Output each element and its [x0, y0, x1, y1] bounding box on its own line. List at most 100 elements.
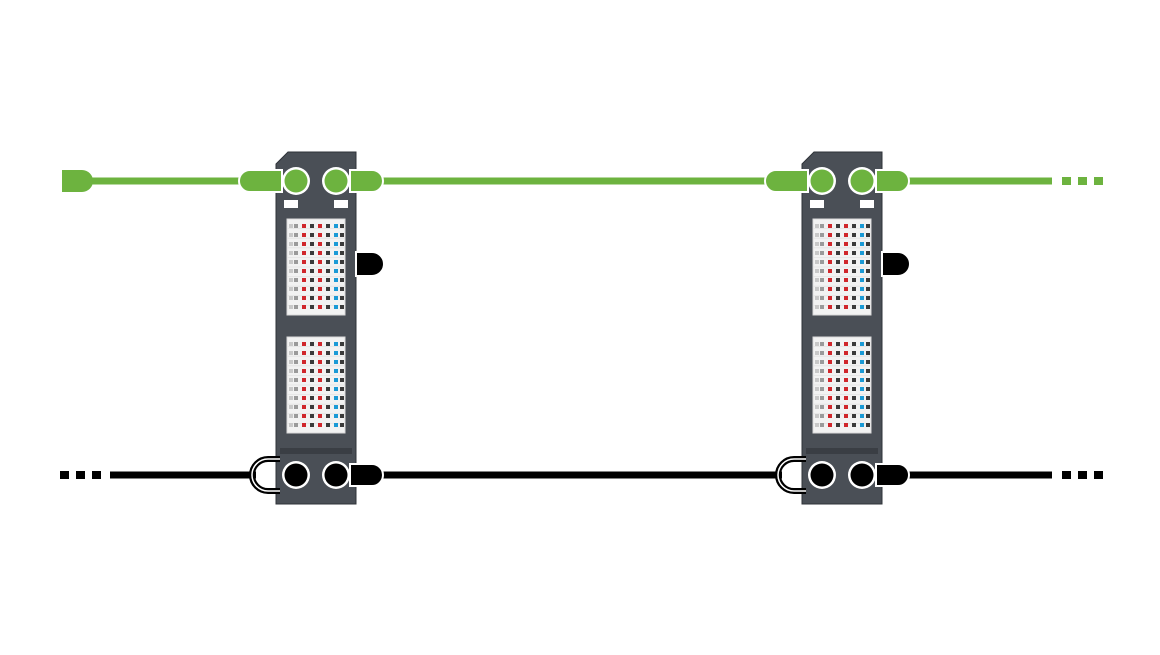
terminal-pin: [289, 342, 293, 346]
terminal-pin: [340, 423, 344, 427]
terminal-pin: [860, 369, 864, 373]
terminal-pin: [844, 360, 848, 364]
terminal-pin: [820, 378, 824, 382]
terminal-pin: [844, 351, 848, 355]
terminal-pin: [294, 269, 298, 273]
terminal-pin: [289, 414, 293, 418]
terminal-pin: [334, 369, 338, 373]
terminal-pin: [340, 260, 344, 264]
terminal-pin: [860, 305, 864, 309]
side-latch: [881, 251, 911, 277]
terminal-pin: [310, 351, 314, 355]
terminal-pin: [852, 423, 856, 427]
terminal-pin: [310, 387, 314, 391]
terminal-pin: [828, 396, 832, 400]
terminal-pin: [852, 269, 856, 273]
terminal-pin: [310, 305, 314, 309]
lower-bus-right-plug: [875, 463, 910, 487]
terminal-pin: [866, 278, 870, 282]
terminal-pin: [820, 251, 824, 255]
terminal-pin: [326, 287, 330, 291]
terminal-pin: [294, 369, 298, 373]
terminal-pin: [318, 269, 322, 273]
bottom-connector-frame: [806, 448, 878, 454]
terminal-pin: [302, 278, 306, 282]
terminal-pin: [318, 378, 322, 382]
terminal-pin: [860, 287, 864, 291]
terminal-pin: [318, 287, 322, 291]
terminal-pin: [318, 351, 322, 355]
terminal-pin: [860, 360, 864, 364]
terminal-pin: [340, 224, 344, 228]
terminal-pin: [302, 351, 306, 355]
terminal-pin: [289, 233, 293, 237]
terminal-pin: [326, 260, 330, 264]
terminal-pin: [289, 387, 293, 391]
terminal-pin: [334, 251, 338, 255]
terminal-pin: [340, 296, 344, 300]
terminal-pin: [294, 414, 298, 418]
terminal-pin: [828, 296, 832, 300]
terminal-pin: [852, 260, 856, 264]
terminal-pin: [866, 242, 870, 246]
terminal-pin: [828, 369, 832, 373]
terminal-pin: [302, 414, 306, 418]
terminal-pin: [828, 305, 832, 309]
terminal-pin: [844, 233, 848, 237]
terminal-pin: [340, 305, 344, 309]
terminal-pin: [844, 296, 848, 300]
terminal-pin: [866, 369, 870, 373]
terminal-pin: [289, 360, 293, 364]
terminal-pin: [828, 351, 832, 355]
green-bus-jack: [850, 169, 874, 193]
terminal-pin: [326, 369, 330, 373]
terminal-pin: [340, 414, 344, 418]
terminal-pin: [318, 369, 322, 373]
terminal-pin: [289, 351, 293, 355]
terminal-pin: [318, 251, 322, 255]
terminal-pin: [844, 369, 848, 373]
terminal-pin: [334, 278, 338, 282]
terminal-pin: [310, 414, 314, 418]
terminal-pin: [836, 378, 840, 382]
terminal-pin: [340, 278, 344, 282]
terminal-pin: [815, 360, 819, 364]
terminal-pin: [334, 360, 338, 364]
terminal-pin: [340, 405, 344, 409]
terminal-pin: [340, 396, 344, 400]
terminal-pin: [860, 251, 864, 255]
terminal-pin: [852, 342, 856, 346]
lower-bus-clip-outline: [777, 458, 806, 492]
terminal-pin: [302, 269, 306, 273]
terminal-pin: [866, 269, 870, 273]
terminal-pin: [836, 260, 840, 264]
terminal-pin: [326, 378, 330, 382]
terminal-pin: [310, 423, 314, 427]
terminal-pin: [310, 360, 314, 364]
terminal-pin: [815, 351, 819, 355]
terminal-pin: [310, 296, 314, 300]
terminal-pin: [289, 260, 293, 264]
terminal-pin: [828, 387, 832, 391]
terminal-pin: [836, 305, 840, 309]
terminal-pin: [844, 242, 848, 246]
housing-notch: [334, 200, 348, 208]
terminal-pin: [836, 396, 840, 400]
lower-bus-right-plug: [349, 463, 384, 487]
terminal-pin: [828, 278, 832, 282]
terminal-pin: [294, 360, 298, 364]
terminal-pin: [860, 224, 864, 228]
terminal-pin: [820, 278, 824, 282]
terminal-pin: [289, 305, 293, 309]
terminal-pin: [310, 342, 314, 346]
terminal-pin: [852, 233, 856, 237]
terminal-pin: [310, 378, 314, 382]
terminal-pin: [318, 242, 322, 246]
lower-bus-clip-outline: [251, 458, 280, 492]
terminal-pin: [326, 305, 330, 309]
terminal-pin: [815, 342, 819, 346]
terminal-pin: [844, 287, 848, 291]
terminal-pin: [852, 396, 856, 400]
terminal-pin: [852, 251, 856, 255]
terminal-pin: [852, 296, 856, 300]
